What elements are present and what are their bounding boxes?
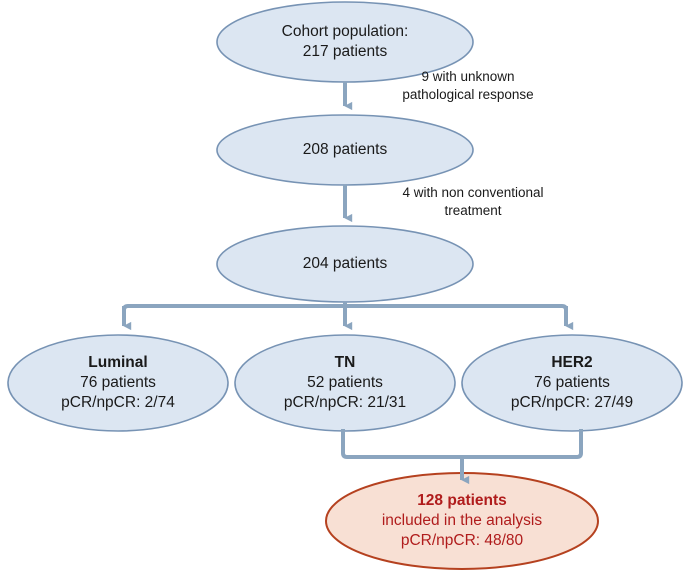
edge-label-unknown-line-2: pathological response — [402, 86, 534, 102]
edge-label-nonconv-line-1: 4 with non conventional — [402, 185, 544, 200]
node-her2-shape — [461, 334, 683, 432]
node-luminal-shape — [7, 334, 229, 432]
node-after-nonconventional-shape — [216, 225, 474, 303]
node-tn-shape — [234, 334, 456, 432]
connector-merge-bus — [341, 429, 583, 459]
node-after-unknown-response-shape — [216, 114, 474, 186]
edge-label-unknown-line-1: 9 with unknown — [421, 69, 515, 84]
edge-label-exclusion-unknown-response: 9 with unknown pathological response — [378, 68, 558, 104]
node-included-shape — [325, 472, 599, 570]
edge-label-nonconv-line-2: treatment — [444, 202, 502, 218]
edge-label-exclusion-nonconventional: 4 with non conventional treatment — [378, 184, 568, 220]
